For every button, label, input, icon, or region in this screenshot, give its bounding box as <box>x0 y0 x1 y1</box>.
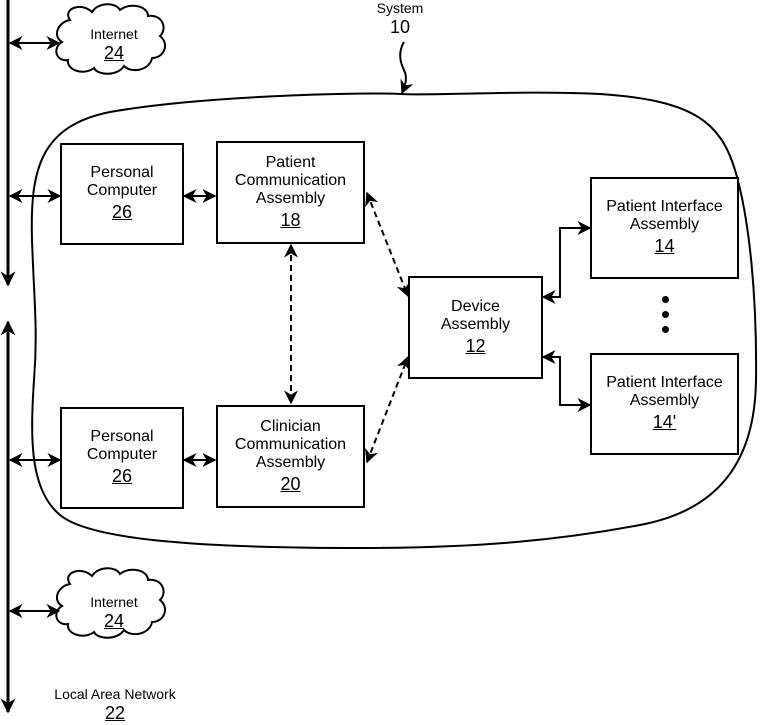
pc-top-line1: Personal <box>90 164 153 182</box>
personal-computer-top: Personal Computer 26 <box>60 143 184 245</box>
clinician-comm-line2: Communication <box>235 436 346 454</box>
ellipsis-dots <box>662 296 669 341</box>
lan-ref: 22 <box>30 702 200 724</box>
patient-comm-line1: Patient <box>266 154 316 172</box>
patient-comm-line3: Assembly <box>256 190 325 208</box>
patient-interface-assembly-bottom: Patient Interface Assembly 14' <box>590 353 739 455</box>
patient-communication-assembly: Patient Communication Assembly 18 <box>216 141 365 244</box>
internet-top: Internet 24 <box>64 26 164 64</box>
pc-bottom-ref: 26 <box>112 464 132 488</box>
arrow-device-pia-bottom <box>543 357 590 405</box>
dot <box>662 326 669 333</box>
clinician-comm-line3: Assembly <box>256 454 325 472</box>
device-line1: Device <box>451 298 500 316</box>
system-callout-leader <box>400 42 406 93</box>
pia-bottom-ref: 14' <box>653 410 676 434</box>
internet-bottom-label: Internet <box>64 594 164 610</box>
system-ref: 10 <box>360 16 440 38</box>
dashed-arrow-clinician-device <box>367 357 408 462</box>
internet-top-ref: 24 <box>64 42 164 64</box>
pia-top-line2: Assembly <box>630 216 699 234</box>
patient-interface-assembly-top: Patient Interface Assembly 14 <box>590 177 739 279</box>
dot <box>662 311 669 318</box>
clinician-communication-assembly: Clinician Communication Assembly 20 <box>216 405 365 508</box>
lan-title: Local Area Network <box>30 686 200 702</box>
system-title: System <box>360 0 440 16</box>
pc-bottom-line2: Computer <box>87 446 157 464</box>
pc-top-line2: Computer <box>87 182 157 200</box>
clinician-comm-line1: Clinician <box>260 418 320 436</box>
patient-comm-line2: Communication <box>235 172 346 190</box>
pia-top-line1: Patient Interface <box>606 198 723 216</box>
local-area-network-label: Local Area Network 22 <box>30 686 200 724</box>
device-line2: Assembly <box>441 316 510 334</box>
arrow-device-pia-top <box>543 228 590 297</box>
system-label: System 10 <box>360 0 440 38</box>
dashed-arrow-patient-device <box>367 193 408 296</box>
pc-top-ref: 26 <box>112 200 132 224</box>
device-assembly: Device Assembly 12 <box>408 276 543 379</box>
pia-top-ref: 14 <box>654 234 674 258</box>
internet-bottom-ref: 24 <box>64 610 164 632</box>
clinician-comm-ref: 20 <box>280 472 300 496</box>
pc-bottom-line1: Personal <box>90 428 153 446</box>
pia-bottom-line1: Patient Interface <box>606 374 723 392</box>
patient-comm-ref: 18 <box>280 208 300 232</box>
internet-top-label: Internet <box>64 26 164 42</box>
pia-bottom-line2: Assembly <box>630 392 699 410</box>
dot <box>662 296 669 303</box>
device-ref: 12 <box>465 334 485 358</box>
internet-bottom: Internet 24 <box>64 594 164 632</box>
personal-computer-bottom: Personal Computer 26 <box>60 407 184 509</box>
